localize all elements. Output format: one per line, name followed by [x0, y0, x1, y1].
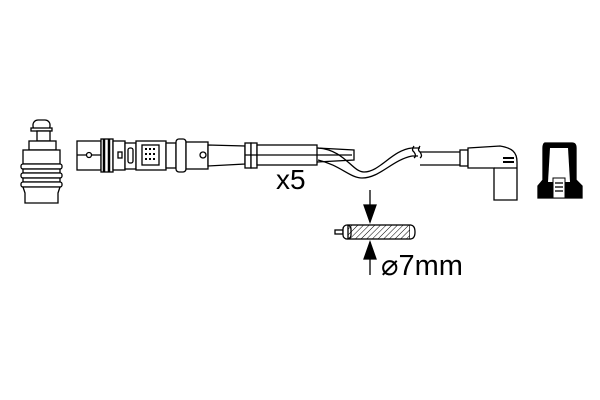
diameter-label: ⌀7mm [381, 248, 463, 283]
distributor-terminal-icon [537, 142, 583, 199]
diameter-value: 7mm [398, 250, 463, 282]
rubber-boot-icon [20, 119, 63, 204]
cable-icon [317, 145, 460, 179]
coil-connector-icon [76, 138, 355, 173]
quantity-label: x5 [276, 164, 306, 195]
diameter-callout-icon [334, 190, 416, 275]
diameter-symbol: ⌀ [381, 250, 399, 282]
angled-connector-icon [459, 145, 518, 201]
